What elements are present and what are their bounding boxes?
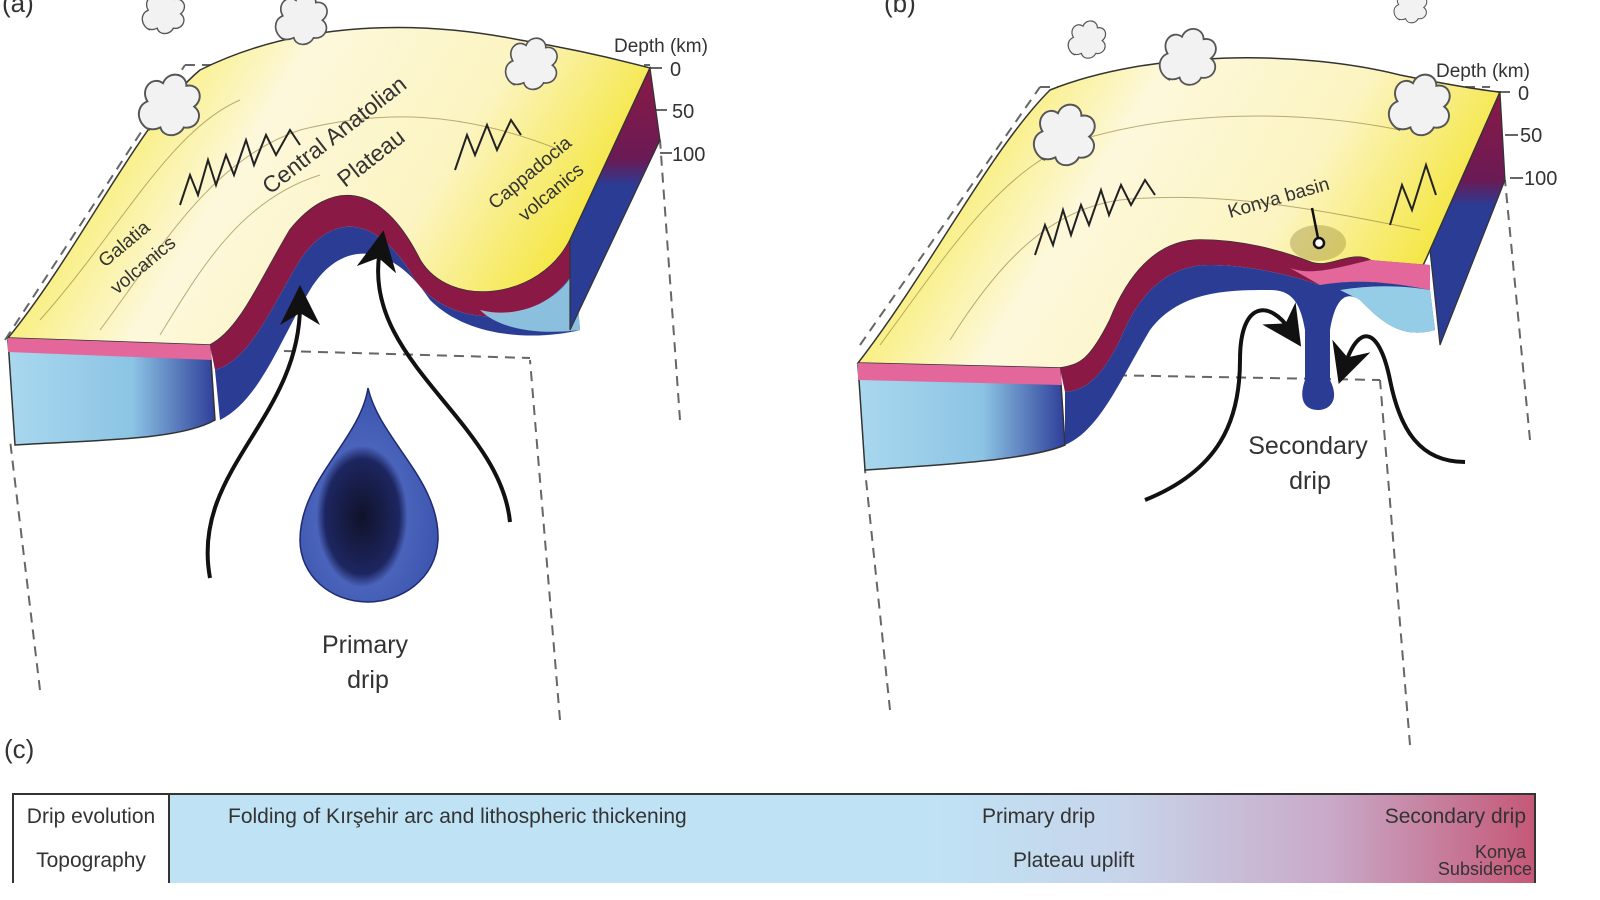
timeline-phase-subsidence: Subsidence [1437,859,1532,879]
panel-a-depth-0: 0 [670,59,681,81]
panel-b-left-face [857,364,1066,471]
secondary-drip-label-line2: drip [1289,467,1331,495]
konya-pointer [1310,207,1320,239]
panel-a-dashed-box [4,64,681,721]
timeline-row-bar: Folding of Kırşehir arc and lithospheric… [170,795,1534,839]
panel-a-depth-50: 50 [672,101,694,123]
panel-a-lithosphere-blue [215,226,580,420]
drip-evolution-timeline: Drip evolution Folding of Kırşehir arc a… [12,793,1536,883]
panel-b-depth-100: 100 [1524,168,1557,190]
panel-b-flow-arrow-right [1332,334,1466,464]
panel-b-depth-title: Depth (km) [1436,61,1530,82]
panel-a-mantle-maroon [210,195,575,370]
panel-a-depth-title: Depth (km) [614,36,708,57]
panel-a-label: (a) [2,0,34,18]
panel-b-depth-0: 0 [1518,83,1529,105]
timeline-phase-folding: Folding of Kırşehir arc and lithospheric… [228,805,687,828]
panel-b-lithosphere-blue [1065,265,1435,445]
timeline-phase-plateau-uplift: Plateau uplift [1013,849,1135,872]
panel-a-flow-arrow-left [205,285,320,579]
panel-b-label: (b) [884,0,916,18]
primary-drip-shape [299,387,439,603]
panel-a-plume-center [274,0,328,46]
panel-a-block [4,0,681,721]
timeline-row-bar: Plateau uplift Konya Subsidence [170,839,1534,883]
panel-b-right-face [1429,91,1506,346]
timeline-row-header: Topography [14,839,170,883]
secondary-drip-label-line1: Secondary [1248,432,1368,460]
timeline-phase-konya: Konya [1474,842,1526,862]
timeline-row-topography: Topography Plateau uplift Konya Subsiden… [14,839,1534,883]
panel-b-flow-arrow-left [1144,302,1302,502]
panel-a-left-face [7,339,216,446]
panel-a-right-face [569,65,661,331]
konya-marker [1312,236,1326,250]
timeline-row-header: Drip evolution [14,795,170,839]
panel-a-flow-arrow-right [356,230,512,523]
panel-a-depth-100: 100 [672,144,705,166]
timeline-row-drip-evolution: Drip evolution Folding of Kırşehir arc a… [14,795,1534,841]
timeline-phase-secondary-drip: Secondary drip [1384,805,1526,828]
panel-b-depth-50: 50 [1520,125,1542,147]
panel-c-label: (c) [4,734,35,764]
panel-a-pink-band [8,338,212,360]
panel-b-pink-band [858,363,1062,385]
panel-a-mountains [179,128,301,206]
timeline-phase-primary-drip: Primary drip [982,805,1096,828]
panel-b-plume-center [1158,28,1217,86]
primary-drip-label-line1: Primary [322,631,409,659]
panel-b-block [856,0,1531,746]
panel-b-mountains [1034,178,1156,256]
primary-drip-label-line2: drip [347,666,389,694]
